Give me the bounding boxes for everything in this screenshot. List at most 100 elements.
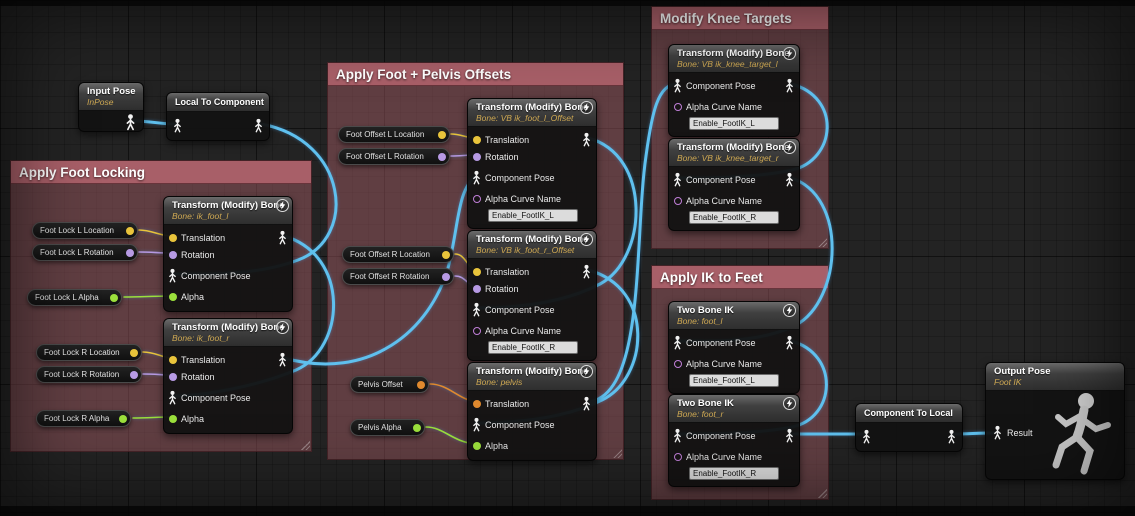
node-header[interactable]: Transform (Modify) Bone Bone: VB ik_foot… [468, 231, 596, 259]
rotation-pin[interactable] [473, 152, 481, 161]
comment-resize-handle[interactable] [817, 488, 827, 498]
node-header[interactable]: Local To Component [167, 93, 269, 112]
alpha-curve-name-input[interactable]: Enable_FootIK_L [689, 374, 779, 387]
comment-resize-handle[interactable] [817, 237, 827, 247]
component-pose-pin-icon[interactable] [167, 390, 178, 405]
node-bone-subtitle: Bone: ik_foot_r [172, 333, 230, 343]
pill-pelvis-offset[interactable]: Pelvis Offset [350, 376, 429, 393]
float-output-pin[interactable] [110, 293, 118, 302]
pill-foot-offset-l-rotation[interactable]: Foot Offset L Rotation [338, 148, 450, 165]
component-pose-pin-icon[interactable] [471, 417, 482, 432]
node-header[interactable]: Component To Local [856, 404, 962, 423]
node-header[interactable]: Input Pose InPose [79, 83, 143, 111]
translation-pin[interactable] [473, 267, 481, 276]
comment-resize-handle[interactable] [300, 440, 310, 450]
pose-output-pin-icon[interactable] [946, 429, 957, 444]
pill-foot-lock-r-alpha[interactable]: Foot Lock R Alpha [36, 410, 131, 427]
rotator-output-pin[interactable] [130, 370, 138, 379]
translation-pin[interactable] [473, 135, 481, 144]
vector-output-pin[interactable] [417, 380, 425, 389]
component-pose-pin-icon[interactable] [672, 428, 683, 443]
vector-output-pin[interactable] [442, 250, 450, 259]
node-header[interactable]: Two Bone IK Bone: foot_l [669, 302, 799, 330]
transform-modify-bone-pelvis-node[interactable]: Transform (Modify) Bone Bone: pelvis Tra… [467, 362, 597, 461]
alpha-curve-name-pin[interactable] [473, 194, 481, 203]
float-output-pin[interactable] [119, 414, 127, 423]
two-bone-ik-foot-r-node[interactable]: Two Bone IK Bone: foot_r Component Pose … [668, 394, 800, 487]
input-pose-node[interactable]: Input Pose InPose [78, 82, 144, 132]
transform-modify-bone-vb-ik-knee-target-l-node[interactable]: Transform (Modify) Bone Bone: VB ik_knee… [668, 44, 800, 137]
component-pose-pin-icon[interactable] [167, 268, 178, 283]
pill-foot-offset-r-location[interactable]: Foot Offset R Location [342, 246, 454, 263]
pose-input-pin-icon[interactable] [992, 425, 1003, 440]
alpha-curve-name-pin[interactable] [674, 196, 682, 205]
rotator-output-pin[interactable] [126, 248, 134, 257]
translation-pin[interactable] [169, 233, 177, 242]
translation-pin[interactable] [169, 355, 177, 364]
pose-output-pin-icon[interactable] [124, 113, 137, 131]
node-header[interactable]: Transform (Modify) Bone Bone: VB ik_knee… [669, 139, 799, 167]
alpha-curve-name-pin[interactable] [674, 102, 682, 111]
pill-foot-offset-r-rotation[interactable]: Foot Offset R Rotation [342, 268, 454, 285]
node-header[interactable]: Transform (Modify) Bone Bone: ik_foot_r [164, 319, 292, 347]
pin-label: Alpha Curve Name [686, 451, 763, 462]
component-pose-pin-icon[interactable] [672, 335, 683, 350]
alpha-pin[interactable] [169, 292, 177, 301]
comment-title-bar[interactable]: Apply IK to Feet [652, 266, 828, 289]
node-header[interactable]: Transform (Modify) Bone Bone: pelvis [468, 363, 596, 391]
comment-title-bar[interactable]: Apply Foot + Pelvis Offsets [328, 63, 623, 86]
rotator-output-pin[interactable] [442, 272, 450, 281]
alpha-curve-name-pin[interactable] [674, 359, 682, 368]
transform-modify-bone-vb-ik-knee-target-r-node[interactable]: Transform (Modify) Bone Bone: VB ik_knee… [668, 138, 800, 231]
node-header[interactable]: Output Pose Foot IK [986, 363, 1124, 391]
vector-output-pin[interactable] [438, 130, 446, 139]
rotator-output-pin[interactable] [438, 152, 446, 161]
vector-output-pin[interactable] [126, 226, 134, 235]
translation-pin[interactable] [473, 399, 481, 408]
output-pose-node[interactable]: Output Pose Foot IK Result [985, 362, 1125, 480]
pill-foot-offset-l-location[interactable]: Foot Offset L Location [338, 126, 450, 143]
comment-title-bar[interactable]: Modify Knee Targets [652, 7, 828, 30]
alpha-curve-name-input[interactable]: Enable_FootIK_L [488, 209, 578, 222]
transform-modify-bone-ik-foot-l-node[interactable]: Transform (Modify) Bone Bone: ik_foot_l … [163, 196, 293, 312]
pose-input-pin-icon[interactable] [172, 118, 183, 133]
node-header[interactable]: Transform (Modify) Bone Bone: ik_foot_l [164, 197, 292, 225]
pill-foot-lock-r-rotation[interactable]: Foot Lock R Rotation [36, 366, 142, 383]
transform-modify-bone-vb-ik-foot-r-offset-node[interactable]: Transform (Modify) Bone Bone: VB ik_foot… [467, 230, 597, 361]
node-header[interactable]: Transform (Modify) Bone Bone: VB ik_foot… [468, 99, 596, 127]
pill-foot-lock-r-location[interactable]: Foot Lock R Location [36, 344, 142, 361]
component-to-local-node[interactable]: Component To Local [855, 403, 963, 452]
rotation-pin[interactable] [473, 284, 481, 293]
component-pose-pin-icon[interactable] [471, 170, 482, 185]
component-pose-pin-icon[interactable] [672, 78, 683, 93]
alpha-curve-name-input[interactable]: Enable_FootIK_L [689, 117, 779, 130]
component-pose-pin-icon[interactable] [672, 172, 683, 187]
pose-output-pin-icon[interactable] [253, 118, 264, 133]
pill-foot-lock-l-location[interactable]: Foot Lock L Location [32, 222, 138, 239]
alpha-curve-name-input[interactable]: Enable_FootIK_R [488, 341, 578, 354]
node-header[interactable]: Transform (Modify) Bone Bone: VB ik_knee… [669, 45, 799, 73]
pill-foot-lock-l-alpha[interactable]: Foot Lock L Alpha [27, 289, 122, 306]
transform-modify-bone-ik-foot-r-node[interactable]: Transform (Modify) Bone Bone: ik_foot_r … [163, 318, 293, 434]
pose-input-pin-icon[interactable] [861, 429, 872, 444]
local-to-component-node[interactable]: Local To Component [166, 92, 270, 141]
vector-output-pin[interactable] [130, 348, 138, 357]
alpha-pin[interactable] [169, 414, 177, 423]
alpha-curve-name-pin[interactable] [674, 452, 682, 461]
comment-resize-handle[interactable] [612, 448, 622, 458]
alpha-curve-name-input[interactable]: Enable_FootIK_R [689, 211, 779, 224]
alpha-curve-name-input[interactable]: Enable_FootIK_R [689, 467, 779, 480]
transform-modify-bone-vb-ik-foot-l-offset-node[interactable]: Transform (Modify) Bone Bone: VB ik_foot… [467, 98, 597, 229]
pill-pelvis-alpha[interactable]: Pelvis Alpha [350, 419, 425, 436]
rotation-pin[interactable] [169, 372, 177, 381]
pill-foot-lock-l-rotation[interactable]: Foot Lock L Rotation [32, 244, 138, 261]
float-output-pin[interactable] [413, 423, 421, 432]
two-bone-ik-foot-l-node[interactable]: Two Bone IK Bone: foot_l Component Pose … [668, 301, 800, 394]
comment-title-bar[interactable]: Apply Foot Locking [11, 161, 311, 184]
rotation-pin[interactable] [169, 250, 177, 259]
node-header[interactable]: Two Bone IK Bone: foot_r [669, 395, 799, 423]
alpha-curve-name-pin[interactable] [473, 326, 481, 335]
component-pose-pin-icon[interactable] [471, 302, 482, 317]
alpha-pin[interactable] [473, 441, 481, 450]
